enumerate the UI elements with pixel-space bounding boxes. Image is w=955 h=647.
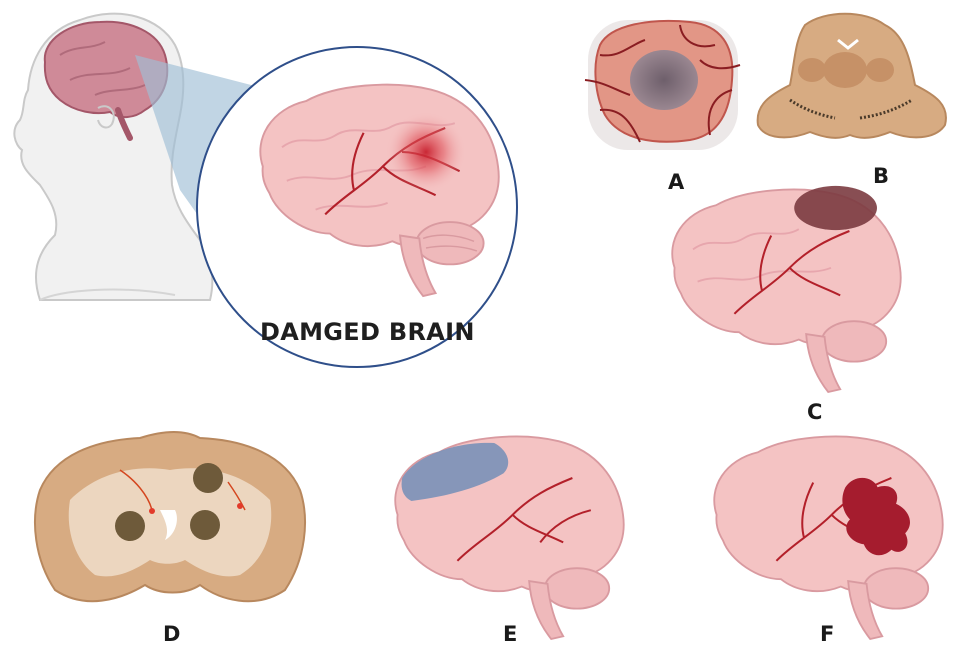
panel-label-f: F bbox=[820, 624, 834, 645]
panel-d-figure bbox=[35, 432, 305, 601]
panel-label-e: E bbox=[503, 624, 517, 645]
panel-label-c: C bbox=[807, 402, 822, 423]
panel-label-a: A bbox=[668, 172, 684, 193]
panel-label-d: D bbox=[163, 624, 180, 645]
panel-f-figure bbox=[714, 436, 942, 639]
panel-e-figure bbox=[395, 436, 623, 639]
panel-label-b: B bbox=[873, 166, 889, 187]
panel-c-figure bbox=[672, 186, 900, 392]
panel-a-figure bbox=[585, 20, 740, 150]
damage-hotspot bbox=[386, 112, 467, 193]
panel-b-figure bbox=[758, 14, 946, 138]
diagram-title: DAMGED BRAIN bbox=[260, 320, 475, 344]
